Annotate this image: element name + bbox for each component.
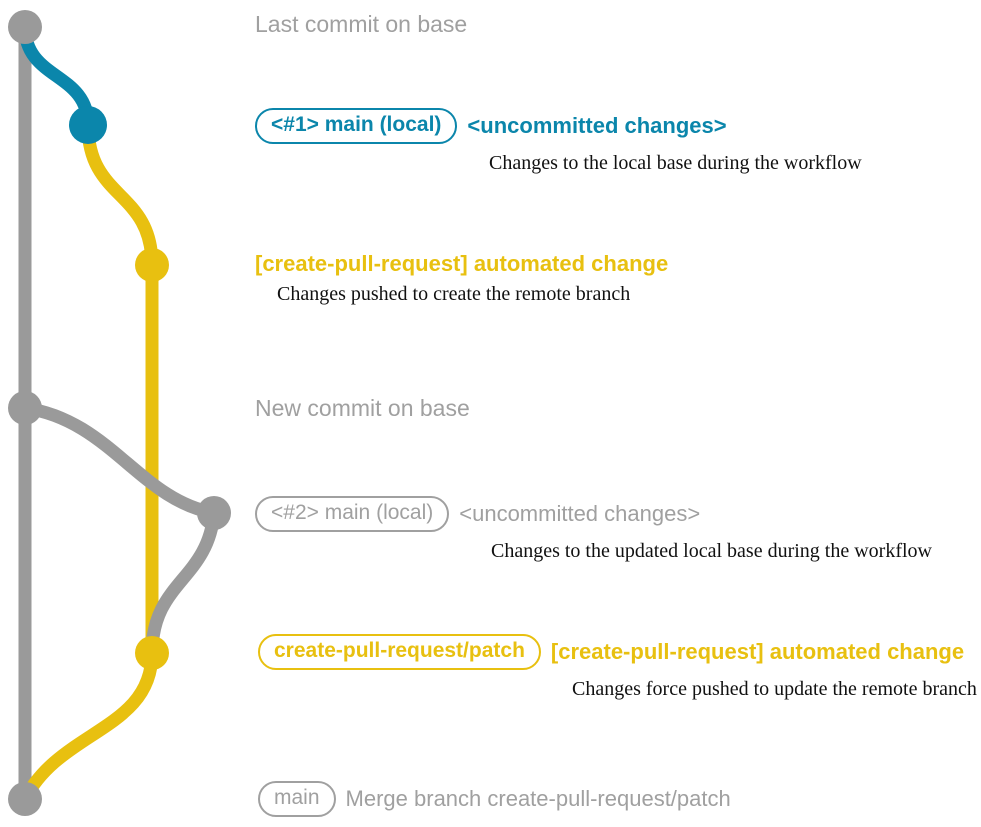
commit-note: Changes pushed to create the remote bran… [277,283,631,306]
row-last-commit-on-base: Last commit on base [255,13,467,36]
commit-heading: Last commit on base [255,11,468,37]
row-main: <#1> main (local) <uncommitted changes> [255,108,727,145]
node-base-new-commit [8,391,42,425]
commit-note: Changes to the local base during the wor… [489,152,862,175]
node-patch-commit-1 [135,248,169,282]
row-main: Last commit on base [255,13,467,36]
commit-subject: [create-pull-request] automated change [550,639,965,665]
edge-base-to-local2 [18,401,221,520]
ref-badge-main[interactable]: main [258,781,336,818]
row-local-change-1: <#1> main (local) <uncommitted changes> … [255,108,862,173]
row-new-commit-on-base: New commit on base [255,397,470,420]
row-merge-commit: main Merge branch create-pull-request/pa… [258,781,731,818]
ref-badge-create-pull-request-patch[interactable]: create-pull-request/patch [258,634,541,671]
row-main: [create-pull-request] automated change [255,252,668,275]
commit-note: Changes force pushed to update the remot… [572,678,977,701]
row-local-change-2: <#2> main (local) <uncommitted changes> … [255,496,932,561]
edge-patch2-to-merge [18,646,159,806]
row-main: <#2> main (local) <uncommitted changes> [255,496,701,533]
row-main: New commit on base [255,397,470,420]
edge-local1-to-patch1 [81,118,159,272]
node-patch-commit-2 [135,636,169,670]
node-base-head [8,10,42,44]
commit-subject: <uncommitted changes> [467,113,727,139]
commit-nodes [8,10,231,816]
ref-badge-main-local-1[interactable]: <#1> main (local) [255,108,458,145]
row-automated-change-2: create-pull-request/patch [create-pull-r… [258,634,977,699]
node-merge-commit [8,782,42,816]
commit-note: Changes to the updated local base during… [491,540,932,563]
ref-badge-main-local-2[interactable]: <#2> main (local) [255,496,450,533]
commit-heading: New commit on base [255,395,470,421]
node-local-commit-2 [197,496,231,530]
row-automated-change-1: [create-pull-request] automated change C… [255,252,668,304]
edge-local2-to-patch2 [145,506,221,660]
commit-subject: <uncommitted changes> [459,501,701,527]
row-main: main Merge branch create-pull-request/pa… [258,781,731,818]
commit-subject: Merge branch create-pull-request/patch [345,786,731,812]
row-main: create-pull-request/patch [create-pull-r… [258,634,965,671]
node-local-commit-1 [69,106,107,144]
commit-subject: [create-pull-request] automated change [255,251,669,276]
